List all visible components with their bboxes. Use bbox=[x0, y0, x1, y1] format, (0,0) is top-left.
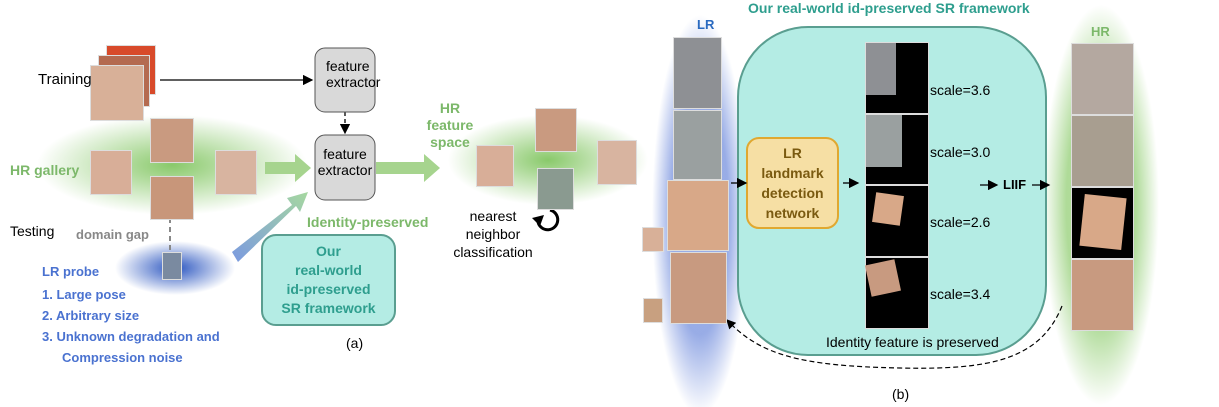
lr-image bbox=[670, 252, 727, 324]
gallery-to-extractor-arrow bbox=[265, 154, 311, 182]
identity-preserved-arrow bbox=[232, 192, 308, 262]
hr-image bbox=[1071, 43, 1134, 115]
probe-face-in-feature-space bbox=[537, 168, 574, 210]
identity-preserved-label: Identity-preserved bbox=[307, 214, 429, 230]
lr-small-image bbox=[642, 227, 664, 252]
hr-gallery-label: HR gallery bbox=[10, 162, 80, 178]
hr-label: HR bbox=[1091, 24, 1110, 39]
feature-extractor-testing bbox=[314, 134, 376, 201]
scale-label: scale=3.0 bbox=[930, 144, 991, 160]
extractor-to-feature-arrow bbox=[376, 154, 440, 182]
caption-b: (b) bbox=[892, 386, 910, 402]
training-label: Training bbox=[38, 71, 92, 88]
gallery-face bbox=[215, 150, 257, 195]
scale-label: scale=3.4 bbox=[930, 286, 991, 302]
feature-space-face bbox=[597, 140, 637, 185]
lr-small-image bbox=[643, 298, 663, 323]
lr-image bbox=[667, 180, 729, 251]
framework-title: Our real-world id-preserved SR framework bbox=[748, 0, 1030, 16]
scale-label: scale=3.6 bbox=[930, 82, 991, 98]
gallery-face bbox=[150, 118, 194, 163]
aligned-image bbox=[865, 42, 929, 114]
feature-space-face bbox=[535, 108, 577, 152]
aligned-image bbox=[865, 185, 929, 257]
nearest-neighbor-curve-arrow bbox=[536, 208, 560, 232]
lr-probe-label: LR probe bbox=[42, 264, 100, 279]
lr-image bbox=[673, 37, 722, 109]
feature-space-face bbox=[476, 145, 514, 187]
gallery-face bbox=[150, 176, 194, 220]
caption-a: (a) bbox=[346, 335, 364, 351]
lr-probe-image bbox=[162, 252, 182, 280]
liif-label: LIIF bbox=[1003, 177, 1027, 192]
lr-label: LR bbox=[697, 17, 715, 32]
hr-image bbox=[1071, 187, 1134, 259]
framework-box-a bbox=[261, 234, 396, 326]
training-face-image bbox=[90, 65, 144, 121]
aligned-image bbox=[865, 114, 929, 185]
gallery-face bbox=[90, 150, 132, 195]
hr-image bbox=[1071, 259, 1134, 331]
lr-image bbox=[673, 110, 722, 180]
testing-label: Testing bbox=[10, 223, 55, 239]
hr-image bbox=[1071, 115, 1134, 187]
identity-note: Identity feature is preserved bbox=[826, 334, 999, 350]
feature-extractor-training bbox=[314, 47, 376, 113]
aligned-image bbox=[865, 257, 929, 329]
domain-gap-label: domain gap bbox=[76, 227, 149, 242]
scale-label: scale=2.6 bbox=[930, 214, 991, 230]
identity-preserved-dashed-arrow bbox=[726, 305, 1063, 369]
